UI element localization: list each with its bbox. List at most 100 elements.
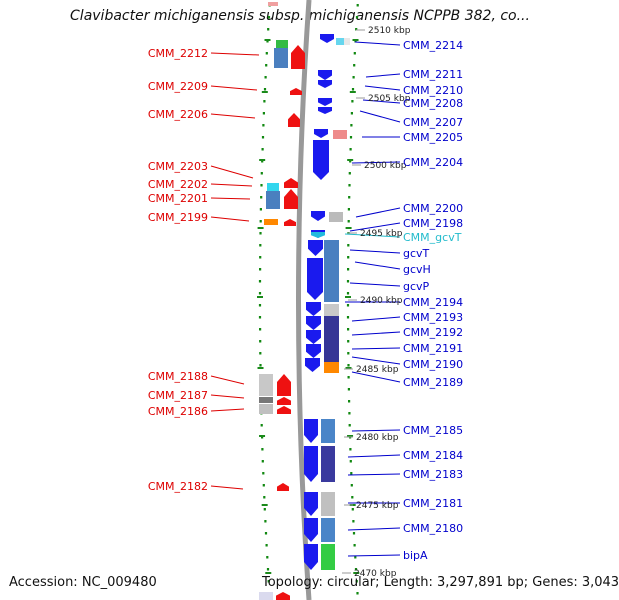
gene-label-left[interactable]: CMM_2187 — [148, 389, 208, 402]
gene-label-right[interactable]: CMM_gcvT — [403, 231, 462, 244]
gene-label-right[interactable]: gcvT — [403, 247, 430, 260]
gene-block-left-outer[interactable] — [276, 40, 288, 48]
gene-arrow-right-strand[interactable] — [304, 544, 318, 570]
gene-label-connector — [354, 261, 401, 270]
gene-label-connector — [351, 356, 401, 365]
rna-gene-arrow[interactable] — [311, 232, 325, 238]
gene-block-outer[interactable] — [321, 446, 335, 482]
gene-block-left-outer[interactable] — [268, 2, 278, 6]
gene-block-outer[interactable] — [321, 492, 335, 516]
gene-label-left[interactable]: CMM_2199 — [148, 211, 208, 224]
gene-label-right[interactable]: CMM_2192 — [403, 326, 463, 339]
gene-block-outer[interactable] — [336, 38, 344, 45]
gene-label-right[interactable]: CMM_2194 — [403, 296, 463, 309]
gene-block-outer[interactable] — [324, 362, 339, 373]
gene-label-right[interactable]: CMM_2207 — [403, 116, 463, 129]
gene-arrow-left-strand[interactable] — [290, 88, 302, 95]
gene-label-connector — [347, 527, 401, 531]
gene-label-left[interactable]: CMM_2201 — [148, 192, 208, 205]
gene-block-left-outer[interactable] — [267, 183, 279, 191]
gene-arrow-right-strand[interactable] — [311, 211, 325, 221]
gene-arrow-left-strand[interactable] — [291, 45, 305, 69]
gene-label-connector — [210, 197, 251, 200]
gene-arrow-right-strand[interactable] — [304, 419, 318, 443]
gene-block-outer[interactable] — [321, 518, 335, 542]
gene-block-left-outer[interactable] — [259, 404, 273, 414]
gene-label-left[interactable]: CMM_2186 — [148, 405, 208, 418]
gene-arrow-right-strand[interactable] — [304, 446, 318, 482]
gene-block-left-outer[interactable] — [259, 592, 273, 600]
gene-arrow-right-strand[interactable] — [306, 316, 321, 330]
gene-label-right[interactable]: CMM_2190 — [403, 358, 463, 371]
gene-block-outer[interactable] — [321, 544, 335, 570]
gene-label-left[interactable]: CMM_2206 — [148, 108, 208, 121]
gene-arrow-right-strand[interactable] — [318, 107, 332, 114]
gene-label-right[interactable]: bipA — [403, 549, 428, 562]
gene-block-left-outer[interactable] — [266, 191, 280, 209]
gene-label-right[interactable]: CMM_2214 — [403, 39, 463, 52]
gene-block-left-outer[interactable] — [259, 374, 273, 396]
gene-block-left-outer[interactable] — [259, 397, 273, 403]
gene-block-outer[interactable] — [333, 130, 347, 139]
gene-label-left[interactable]: CMM_2212 — [148, 47, 208, 60]
gene-arrow-right-strand[interactable] — [320, 34, 334, 43]
gene-arrow-left-strand[interactable] — [284, 219, 296, 226]
gene-label-left[interactable]: CMM_2202 — [148, 178, 208, 191]
gene-label-connector — [351, 371, 401, 383]
gene-arrow-right-strand[interactable] — [318, 70, 332, 80]
gene-label-right[interactable]: CMM_2183 — [403, 468, 463, 481]
gene-label-left[interactable]: CMM_2209 — [148, 80, 208, 93]
gene-block-outer[interactable] — [324, 316, 339, 362]
gene-label-right[interactable]: gcvP — [403, 280, 430, 293]
gene-label-right[interactable]: CMM_2181 — [403, 497, 463, 510]
gene-label-right[interactable]: CMM_2208 — [403, 97, 463, 110]
gene-arrow-right-strand[interactable] — [304, 492, 318, 516]
gene-block-outer[interactable] — [344, 38, 350, 45]
gene-label-left[interactable]: CMM_2188 — [148, 370, 208, 383]
gene-label-right[interactable]: CMM_2184 — [403, 449, 463, 462]
gene-label-right[interactable]: gcvH — [403, 263, 431, 276]
gene-label-connector — [347, 554, 401, 557]
gene-arrow-right-strand[interactable] — [306, 344, 321, 358]
gene-arrow-left-strand[interactable] — [277, 374, 291, 396]
gene-arrow-left-strand[interactable] — [277, 406, 291, 414]
gene-arrow-left-strand[interactable] — [276, 592, 290, 600]
gene-arrow-left-strand[interactable] — [277, 483, 289, 491]
gene-arrow-right-strand[interactable] — [318, 80, 332, 88]
gene-label-right[interactable]: CMM_2204 — [403, 156, 463, 169]
ruler-tick-left — [264, 39, 271, 41]
gene-label-right[interactable]: CMM_2180 — [403, 522, 463, 535]
gene-arrow-left-strand[interactable] — [284, 178, 298, 188]
gene-label-right[interactable]: CMM_2198 — [403, 217, 463, 230]
gene-label-right[interactable]: CMM_2193 — [403, 311, 463, 324]
gene-label-right[interactable]: CMM_2191 — [403, 342, 463, 355]
gene-block-outer[interactable] — [329, 212, 343, 222]
gene-label-right[interactable]: CMM_2210 — [403, 84, 463, 97]
gene-arrow-left-strand[interactable] — [284, 189, 298, 209]
ruler-tick-right — [347, 435, 354, 437]
gene-block-outer[interactable] — [321, 419, 335, 443]
gene-arrow-right-strand[interactable] — [314, 129, 328, 138]
gene-label-left[interactable]: CMM_2182 — [148, 480, 208, 493]
gene-arrow-right-strand[interactable] — [305, 358, 320, 372]
gene-arrow-right-strand[interactable] — [306, 330, 321, 344]
gene-label-right[interactable]: CMM_2211 — [403, 68, 463, 81]
gene-label-right[interactable]: CMM_2205 — [403, 131, 463, 144]
gene-arrow-right-strand[interactable] — [304, 518, 318, 542]
gene-arrow-right-strand[interactable] — [318, 98, 332, 106]
gene-arrow-right-strand[interactable] — [306, 302, 321, 316]
gene-block-outer[interactable] — [324, 240, 339, 302]
gene-label-left[interactable]: CMM_2203 — [148, 160, 208, 173]
gene-block-outer[interactable] — [324, 304, 339, 316]
gene-label-right[interactable]: CMM_2189 — [403, 376, 463, 389]
gene-arrow-right-strand[interactable] — [308, 240, 323, 256]
gene-arrow-left-strand[interactable] — [277, 397, 291, 405]
gene-label-right[interactable]: CMM_2200 — [403, 202, 463, 215]
gene-arrow-right-strand[interactable] — [313, 140, 329, 180]
gene-block-left-outer[interactable] — [274, 48, 288, 68]
gene-arrow-right-strand[interactable] — [307, 258, 323, 300]
gene-arrow-left-strand[interactable] — [288, 113, 300, 127]
gene-block-left-outer[interactable] — [264, 219, 278, 225]
gene-label-right[interactable]: CMM_2185 — [403, 424, 463, 437]
